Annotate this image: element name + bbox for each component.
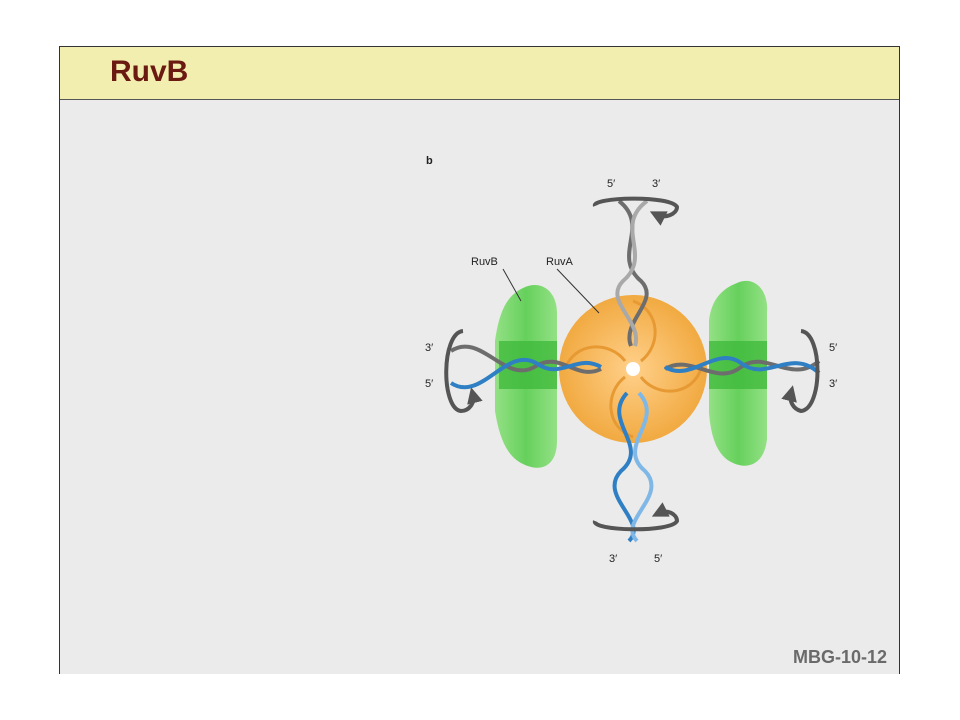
dna-arm-right [663, 329, 821, 414]
ruvb-label: RuvB [471, 256, 498, 268]
slide-footer: MBG-10-12 [792, 647, 887, 667]
dna-arm-top [592, 196, 680, 347]
dna-arm-bottom [592, 391, 680, 543]
dna-arm-left [444, 329, 602, 414]
slide-title: RuvB [110, 55, 189, 88]
end-top-right: 3′ [652, 178, 660, 190]
ruvb-leader-line [502, 268, 522, 302]
end-bottom-left: 3′ [609, 553, 617, 565]
ruva-label: RuvA [546, 256, 574, 268]
slide: RuvB b [59, 46, 900, 674]
ruvb-right [709, 280, 768, 466]
panel-label: b [426, 155, 433, 167]
title-bar: RuvB [60, 47, 899, 100]
end-left-top: 3′ [425, 342, 433, 354]
ruva-leader-line [556, 268, 600, 314]
end-top-left: 5′ [607, 178, 615, 190]
ruvb-left [495, 284, 557, 468]
end-left-bottom: 5′ [425, 378, 433, 390]
end-right-top: 5′ [829, 342, 837, 354]
holliday-junction-diagram: b [425, 155, 837, 565]
end-bottom-right: 5′ [654, 553, 662, 565]
end-right-bottom: 3′ [829, 378, 837, 390]
ruva-tetramer [559, 295, 707, 443]
